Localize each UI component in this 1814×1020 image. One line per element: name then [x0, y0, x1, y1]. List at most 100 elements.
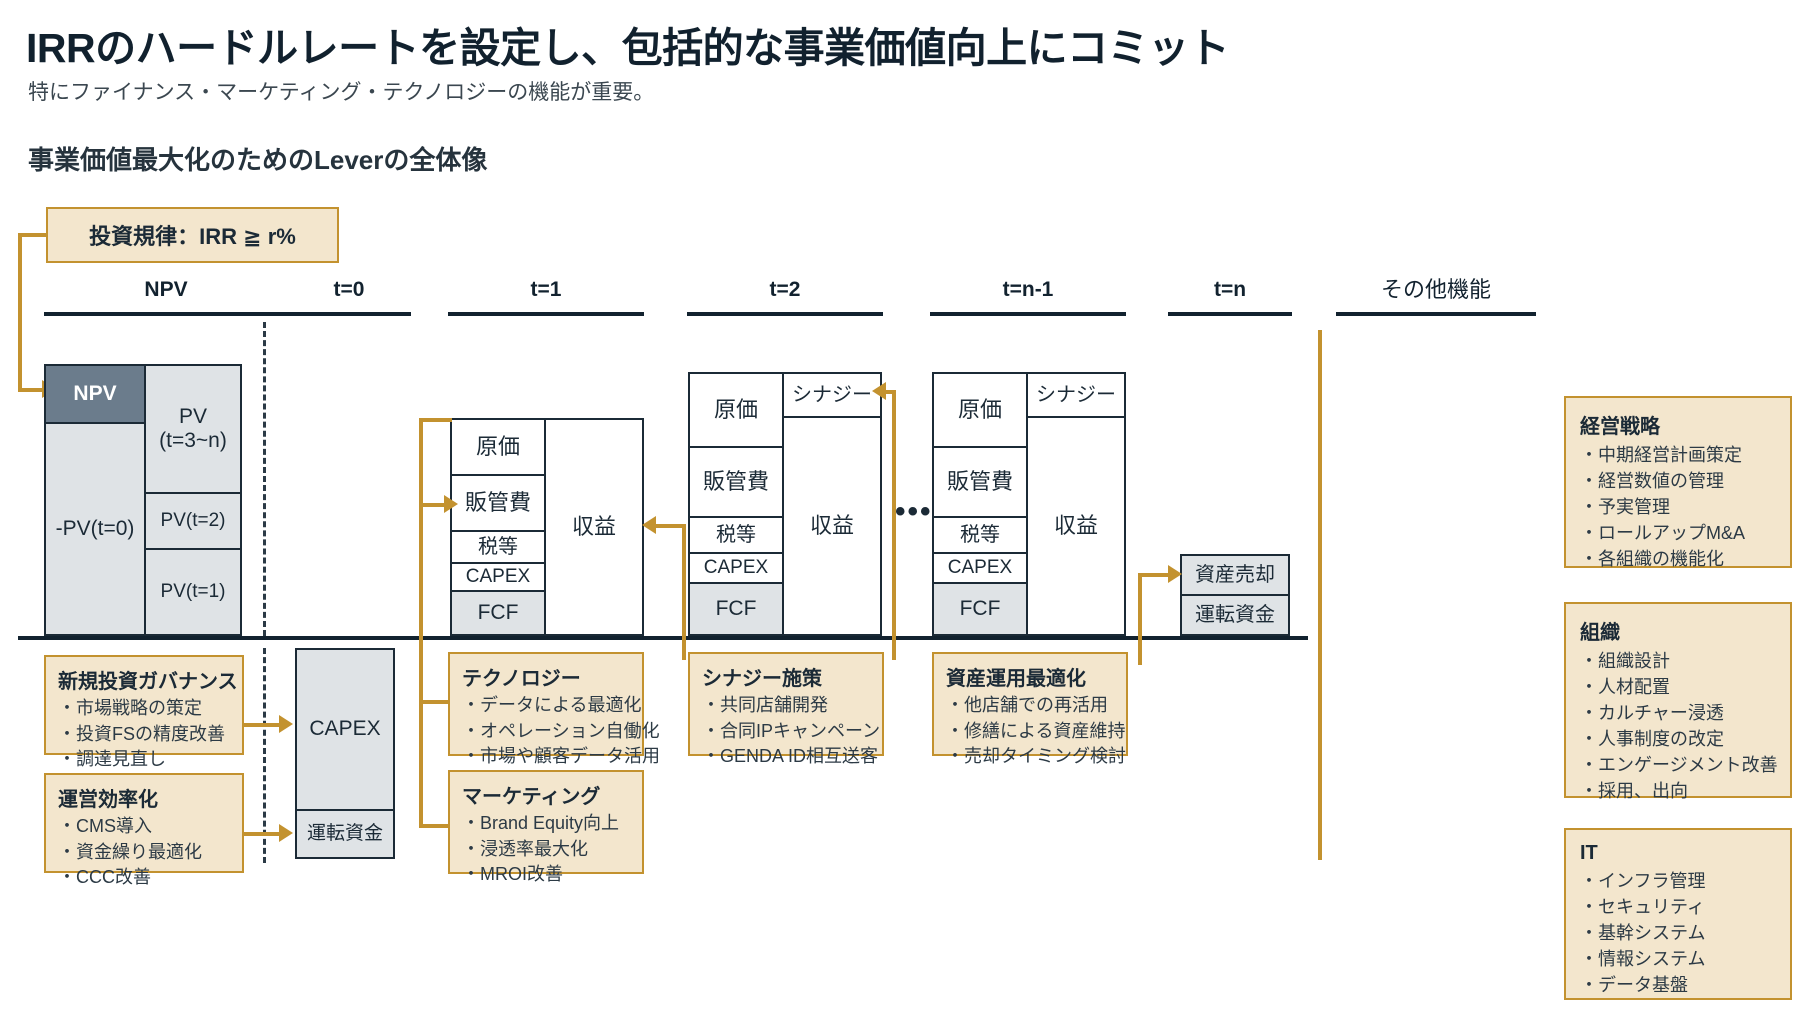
- rule-connector-v: [18, 233, 22, 390]
- t1-cost-block: 原価: [450, 418, 546, 476]
- callout-title: マーケティング: [462, 786, 601, 808]
- sidebox-item: 経営数値の管理: [1580, 468, 1780, 494]
- tn1-fcf-block: FCF: [932, 582, 1028, 636]
- callout-item: 市場や顧客データ活用: [462, 744, 660, 770]
- sidebox-management-strategy: 経営戦略 中期経営計画策定 経営数値の管理 予実管理 ロールアップM&A 各組織…: [1564, 396, 1792, 569]
- column-rule-npv: [44, 312, 288, 316]
- pv-t1-block: PV(t=1): [144, 548, 242, 636]
- callout-item: 修繕による資産維持: [946, 719, 1125, 745]
- connector-synergy-t2-v: [892, 390, 896, 660]
- column-header-t0: t=0: [333, 278, 365, 301]
- callout-item: 調達見直し: [58, 747, 232, 773]
- callout-list: Brand Equity向上 浸透率最大化 MROI改善: [462, 811, 632, 888]
- t2-tax-block: 税等: [688, 516, 784, 554]
- t2-fcf-block: FCF: [688, 582, 784, 636]
- callout-asset-optimization: 資産運用最適化 他店舗での再活用 修繕による資産維持 売却タイミング検討: [932, 652, 1128, 766]
- tn1-sga-block: 販管費: [932, 446, 1028, 518]
- column-rule-t1: [448, 312, 644, 316]
- column-header-tn1: t=n-1: [1002, 278, 1054, 301]
- sidebox-list: 組織設計 人材配置 カルチャー浸透 人事制度の改定 エンゲージメント改善 採用、…: [1580, 648, 1780, 805]
- connector-tech-h: [419, 700, 449, 704]
- callout-item: データによる最適化: [462, 693, 641, 719]
- column-rule-t0: [287, 312, 411, 316]
- callout-item: オペレーション自働化: [462, 719, 660, 745]
- callout-item: CMS導入: [58, 814, 232, 840]
- t2-cost-block: 原価: [688, 372, 784, 448]
- sidebox-item: 人材配置: [1580, 674, 1780, 700]
- pv-t3n-block: PV (t=3~n): [144, 364, 242, 494]
- tn1-cost-block: 原価: [932, 372, 1028, 448]
- sidebox-item: エンゲージメント改善: [1580, 752, 1780, 778]
- connector-synergy-t1-h: [656, 524, 686, 528]
- sidebox-item: カルチャー浸透: [1580, 700, 1780, 726]
- connector-tech-rail-top: [419, 418, 452, 422]
- sidebox-item: 情報システム: [1580, 946, 1780, 972]
- callout-new-investment-governance: 新規投資ガバナンス 市場戦略の策定 投資FSの精度改善 調達見直し: [44, 655, 244, 769]
- t2-revenue-block: 収益: [782, 416, 882, 636]
- column-rule-other: [1336, 312, 1536, 316]
- sidebox-item: セキュリティ: [1580, 894, 1780, 920]
- column-header-other: その他機能: [1380, 277, 1491, 302]
- callout-list: データによる最適化 オペレーション自働化 市場や顧客データ活用: [462, 693, 660, 770]
- arrow-marketing-t1: [444, 495, 458, 513]
- column-header-npv: NPV: [144, 278, 188, 301]
- page-subtitle: 特にファイナンス・マーケティング・テクノロジーの機能が重要。: [28, 81, 655, 104]
- callout-list: 共同店舗開発 合同IPキャンペーン GENDA ID相互送客: [702, 693, 880, 770]
- pv-t3n-line1: PV: [178, 404, 207, 428]
- tn1-revenue-block: 収益: [1026, 416, 1126, 636]
- callout-item: 共同店舗開発: [702, 693, 872, 719]
- sidebox-item: インフラ管理: [1580, 868, 1780, 894]
- investment-rule-box: 投資規律：IRR ≧ r%: [46, 207, 339, 263]
- column-header-t1: t=1: [530, 278, 562, 301]
- sidebox-organization: 組織 組織設計 人材配置 カルチャー浸透 人事制度の改定 エンゲージメント改善 …: [1564, 602, 1792, 801]
- arrow-synergy-t2: [872, 382, 886, 400]
- callout-marketing: マーケティング Brand Equity向上 浸透率最大化 MROI改善: [448, 770, 644, 884]
- pv-t2-block: PV(t=2): [144, 492, 242, 550]
- callout-list: 他店舗での再活用 修繕による資産維持 売却タイミング検討: [946, 693, 1126, 770]
- t2-synergy-block: シナジー: [782, 372, 882, 418]
- callout-item: 市場戦略の策定: [58, 696, 232, 722]
- tn-working-capital-block: 運転資金: [1180, 594, 1290, 636]
- t1-capex-block: CAPEX: [450, 562, 546, 592]
- t1-fcf-block: FCF: [450, 590, 546, 636]
- sidebox-it: IT インフラ管理 セキュリティ 基幹システム 情報システム データ基盤: [1564, 828, 1792, 1000]
- callout-item: GENDA ID相互送客: [702, 744, 878, 770]
- callout-title: 資産運用最適化: [946, 668, 1086, 690]
- tn-asset-sale-block: 資産売却: [1180, 554, 1290, 596]
- connector-efficiency-wc: [243, 832, 281, 836]
- column-rule-tn: [1168, 312, 1292, 316]
- sidebox-item: 中期経営計画策定: [1580, 442, 1780, 468]
- section-heading: 事業価値最大化のためのLeverの全体像: [28, 145, 488, 175]
- callout-title: 新規投資ガバナンス: [58, 671, 238, 693]
- divider-dashed-top: [263, 322, 266, 636]
- sidebox-title: IT: [1580, 842, 1598, 864]
- t1-revenue-block: 収益: [544, 418, 644, 636]
- callout-item: 資金繰り最適化: [58, 840, 232, 866]
- t2-sga-block: 販管費: [688, 446, 784, 518]
- callout-synergy-measures: シナジー施策 共同店舗開発 合同IPキャンペーン GENDA ID相互送客: [688, 652, 884, 766]
- sidebox-item: 各組織の機能化: [1580, 546, 1780, 572]
- connector-asset-v: [1138, 573, 1142, 665]
- column-header-tn: t=n: [1213, 278, 1247, 301]
- callout-title: シナジー施策: [702, 668, 822, 690]
- t1-sga-block: 販管費: [450, 474, 546, 532]
- divider-dashed-bottom: [263, 648, 266, 863]
- callout-item: 他店舗での再活用: [946, 693, 1116, 719]
- callout-title: 運営効率化: [58, 789, 158, 811]
- column-rule-t2: [687, 312, 883, 316]
- t1-tax-block: 税等: [450, 530, 546, 564]
- ellipsis-indicator: •••: [895, 495, 933, 528]
- rule-connector-h2: [18, 388, 44, 392]
- connector-synergy-t1-v: [682, 524, 686, 660]
- connector-synergy-t2-h: [884, 390, 896, 394]
- neg-pv-t0-block: -PV(t=0): [44, 422, 146, 636]
- connector-governance-capex: [243, 723, 281, 727]
- callout-list: CMS導入 資金繰り最適化 CCC改善: [58, 814, 232, 891]
- sidebox-item: 予実管理: [1580, 494, 1780, 520]
- tn1-synergy-block: シナジー: [1026, 372, 1126, 418]
- sidebox-title: 組織: [1580, 622, 1620, 644]
- arrow-synergy-t1: [642, 516, 656, 534]
- baseline-axis: [18, 636, 1308, 640]
- arrow-governance-capex: [279, 715, 293, 733]
